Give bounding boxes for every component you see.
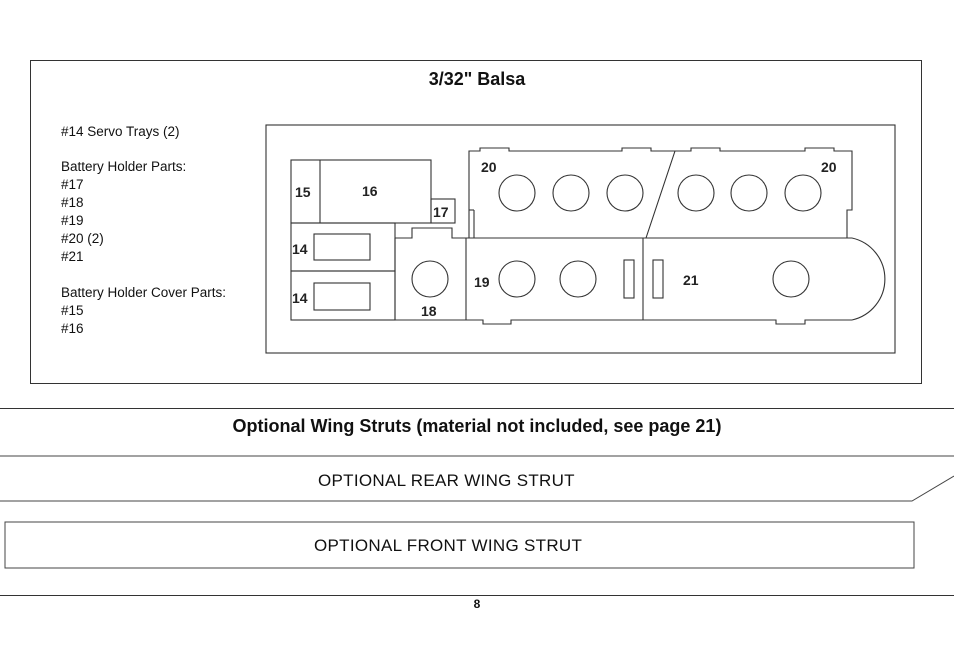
part-19-21-bottom [466,319,852,325]
part-20-split [645,150,676,239]
part-20-hole [606,174,644,212]
part-16-outline [290,159,432,224]
part-20-hole [498,174,536,212]
balsa-sheet-outline [265,124,896,354]
legend-line: #18 [61,195,84,210]
legend-line: Battery Holder Cover Parts: [61,285,227,300]
part-label-20: 20 [821,159,837,175]
legend-line: #17 [61,177,84,192]
part-17-outline [430,198,456,224]
part-label-19: 19 [474,274,490,290]
part-19-slot [623,259,635,299]
legend-line: Battery Holder Parts: [61,159,187,174]
part-21-rounded-end [851,237,886,321]
legend-line: #19 [61,213,84,228]
struts-title: Optional Wing Struts (material not inclu… [232,416,722,436]
part-20-hole [784,174,822,212]
part-14b-cutout [313,282,371,311]
front-strut-outline [4,521,915,569]
part-18-hole [411,260,449,298]
part-19-hole [498,260,536,298]
part-label-21: 21 [683,272,699,288]
front-strut-label: OPTIONAL FRONT WING STRUT [314,536,583,555]
page-number: 8 [473,597,481,611]
part-19-hole [559,260,597,298]
part-label-16: 16 [362,183,378,199]
section-divider [0,408,954,409]
part-18-outline [394,227,467,321]
part-label-14: 14 [292,241,308,257]
footer-divider [0,595,954,596]
part-21-hole [772,260,810,298]
legend-line: #14 Servo Trays (2) [61,124,180,139]
legend-line: #16 [61,321,84,336]
part-20-outline [468,147,853,238]
part-20-hole [552,174,590,212]
part-label-17: 17 [433,204,449,220]
part-label-18: 18 [421,303,437,319]
part-21-slot [652,259,664,299]
balsa-title: 3/32" Balsa [428,69,526,89]
legend-line: #21 [61,249,84,264]
legend-line: #20 (2) [61,231,104,246]
part-14a-cutout [313,233,371,261]
legend-line: #15 [61,303,84,318]
part-label-20: 20 [481,159,497,175]
part-20-hole [730,174,768,212]
rear-strut-label: OPTIONAL REAR WING STRUT [318,471,575,490]
balsa-sheet-frame [30,60,922,384]
rear-strut-bottom-edge [0,475,954,502]
part-20-hole [677,174,715,212]
part-label-15: 15 [295,184,311,200]
part-label-14: 14 [292,290,308,306]
